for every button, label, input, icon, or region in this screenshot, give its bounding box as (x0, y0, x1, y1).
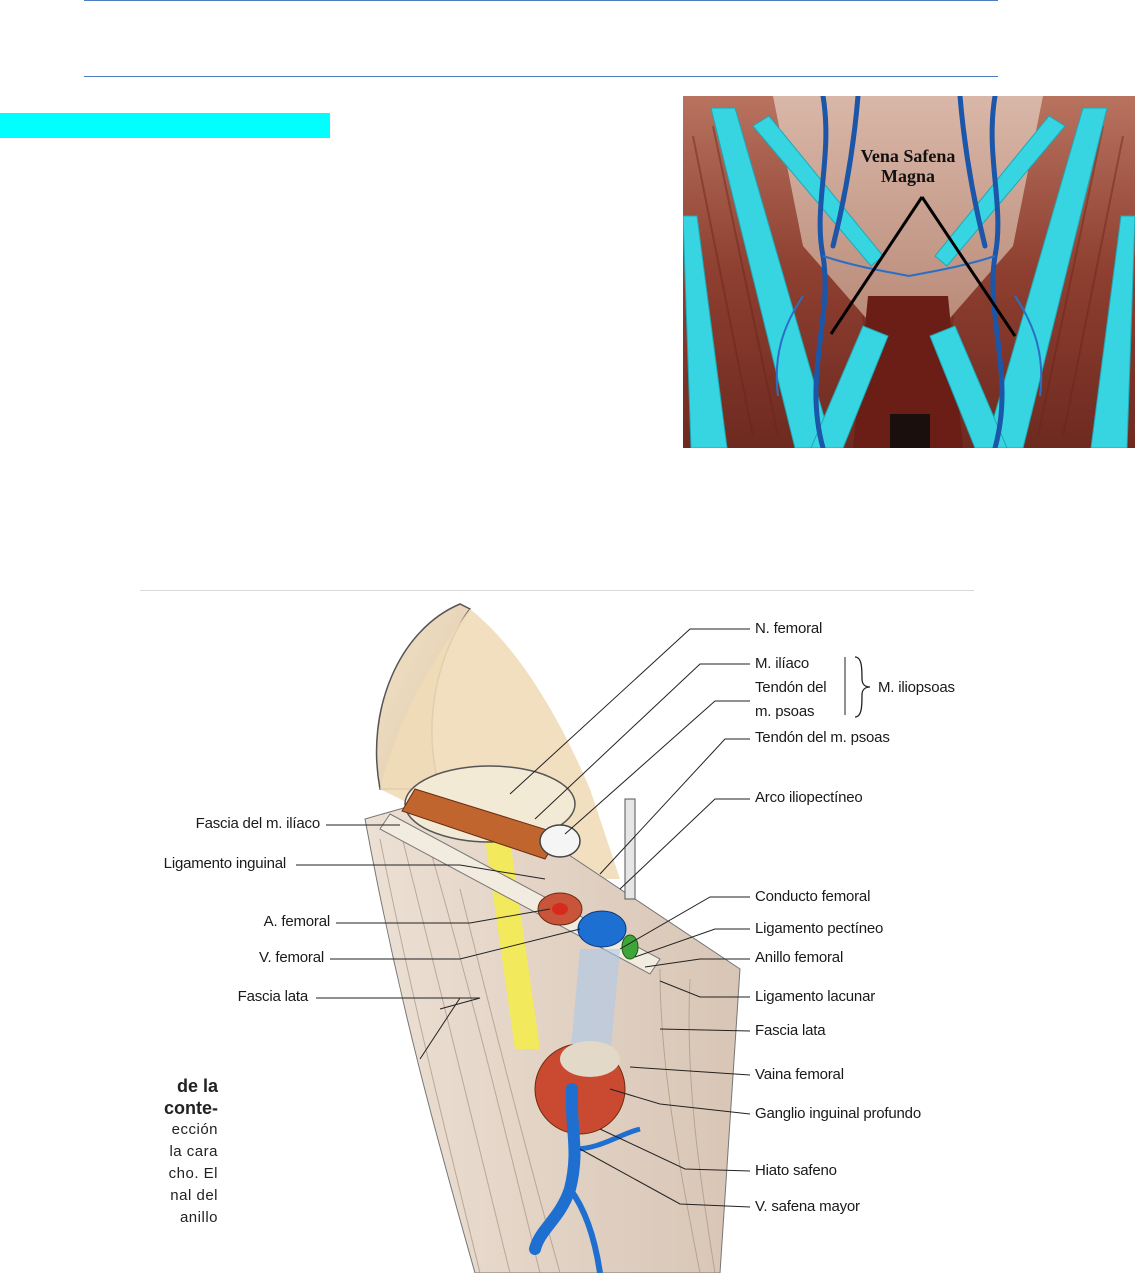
drawing-illustration (296, 603, 871, 1273)
label-fascia-lata-left: Fascia lata (237, 988, 309, 1005)
photo-label-line2: Magna (881, 166, 935, 186)
label-ligamento-lacunar: Ligamento lacunar (755, 988, 876, 1005)
caption-line4: la cara (169, 1143, 218, 1160)
label-tendon-del: Tendón del (755, 679, 827, 696)
label-fascia-lata-right: Fascia lata (755, 1022, 826, 1039)
femoral-triangle-drawing: N. femoral M. ilíaco Tendón del m. psoas… (140, 589, 974, 1273)
caption-line2: conte- (164, 1098, 218, 1118)
caption-line7: anillo (179, 1209, 218, 1226)
label-m-iliaco: M. ilíaco (755, 655, 810, 672)
label-anillo-femoral: Anillo femoral (755, 949, 844, 966)
highlighted-blank-text (0, 113, 330, 138)
label-v-femoral: V. femoral (259, 949, 324, 966)
header-rule-top (84, 0, 998, 1)
figure-caption-fragment: de la conte- ección la cara cho. El nal … (140, 1075, 218, 1229)
caption-line1: de la (176, 1076, 218, 1096)
label-n-femoral: N. femoral (755, 620, 823, 637)
label-ganglio-inguinal: Ganglio inguinal profundo (755, 1105, 921, 1122)
photo-label-line1: Vena Safena (860, 146, 956, 166)
header-rule-bottom (84, 76, 998, 77)
label-ligamento-inguinal: Ligamento inguinal (163, 855, 287, 872)
photo-label: Vena Safena Magna (833, 146, 983, 186)
caption-line5: cho. El (168, 1165, 218, 1182)
label-vaina-femoral: Vaina femoral (755, 1066, 844, 1083)
label-v-safena-mayor: V. safena mayor (755, 1198, 860, 1215)
label-m-psoas: m. psoas (755, 703, 815, 720)
caption-line3: ección (171, 1121, 218, 1138)
label-a-femoral: A. femoral (263, 913, 331, 930)
label-hiato-safeno: Hiato safeno (755, 1162, 837, 1179)
drawing-top-rule (140, 590, 974, 591)
caption-line6: nal del (170, 1187, 218, 1204)
label-fascia-m-iliaco: Fascia del m. ilíaco (195, 815, 321, 832)
label-conducto-femoral: Conducto femoral (755, 888, 871, 905)
label-ligamento-pectineo: Ligamento pectíneo (755, 920, 884, 937)
saphenous-vein-photo: Vena Safena Magna (683, 96, 1135, 448)
label-arco-iliopectineo: Arco iliopectíneo (755, 789, 863, 806)
label-m-iliopsoas: M. iliopsoas (878, 679, 955, 696)
label-tendon-psoas: Tendón del m. psoas (755, 729, 890, 746)
